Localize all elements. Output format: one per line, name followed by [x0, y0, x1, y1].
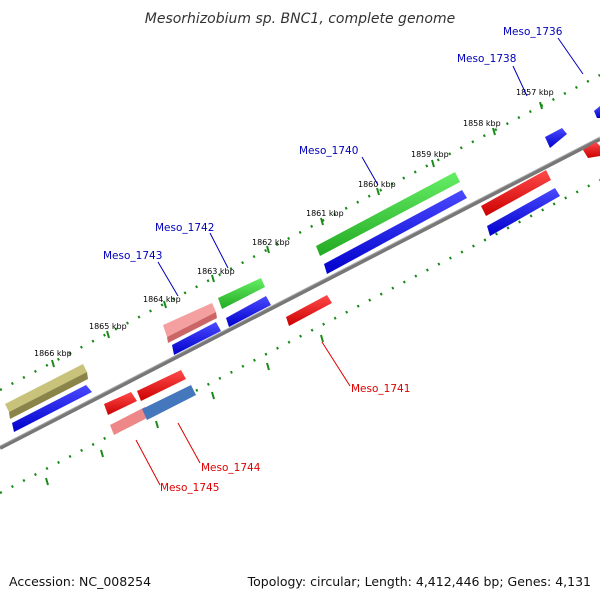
gene-meso-1738[interactable] [545, 128, 567, 148]
gene-blue-feature-4[interactable] [324, 190, 467, 274]
gene-red-feature-2[interactable] [583, 142, 600, 158]
label-meso-1742[interactable]: Meso_1742 [155, 222, 214, 234]
forward-label-leaders [157, 37, 584, 297]
gene-meso-1741[interactable] [286, 295, 332, 326]
gene-red-feature-1[interactable] [481, 170, 551, 216]
gene-blue-feature-1[interactable] [12, 385, 92, 432]
scale-label-1864: 1864 kbp [143, 295, 181, 304]
scale-label-1865: 1865 kbp [89, 322, 127, 331]
scale-label-1860: 1860 kbp [358, 180, 396, 189]
gene-red-feature-3[interactable] [104, 392, 137, 415]
scale-label-1858: 1858 kbp [463, 119, 501, 128]
gene-meso-1740[interactable] [316, 172, 460, 256]
label-meso-1738[interactable]: Meso_1738 [457, 53, 516, 65]
gene-blue-feature-5[interactable] [487, 188, 560, 236]
reverse-label-leaders [135, 341, 351, 486]
scale-track-upper [0, 73, 600, 392]
gene-meso-1736[interactable] [594, 106, 600, 118]
label-meso-1741[interactable]: Meso_1741 [351, 383, 410, 395]
summary-text: Topology: circular; Length: 4,412,446 bp… [247, 574, 591, 589]
scale-label-1857: 1857 kbp [516, 88, 554, 97]
map-title: Mesorhizobium sp. BNC1, complete genome [145, 11, 456, 27]
gene-meso-1744[interactable] [142, 385, 196, 420]
scale-label-1861: 1861 kbp [306, 209, 344, 218]
label-meso-1745[interactable]: Meso_1745 [160, 482, 219, 494]
gene-blue-feature-3[interactable] [226, 296, 271, 327]
major-ticks-lower [45, 334, 324, 486]
major-ticks-upper [51, 101, 543, 368]
gene-olive-feature[interactable] [5, 364, 88, 419]
label-meso-1740[interactable]: Meso_1740 [299, 145, 358, 157]
genome-backbone [0, 137, 600, 450]
genome-backbone-highlight [0, 136, 600, 447]
gene-blue-feature-2[interactable] [172, 322, 221, 355]
gene-red-feature-4[interactable] [137, 370, 186, 401]
scale-label-1859: 1859 kbp [411, 150, 449, 159]
gene-meso-1743[interactable] [163, 303, 217, 343]
gene-meso-1745[interactable] [110, 407, 149, 435]
gene-meso-1742[interactable] [218, 278, 265, 309]
label-meso-1744[interactable]: Meso_1744 [201, 462, 261, 474]
label-meso-1736[interactable]: Meso_1736 [503, 26, 563, 38]
scale-label-1863: 1863 kbp [197, 267, 235, 276]
scale-track-lower [0, 178, 600, 495]
label-meso-1743[interactable]: Meso_1743 [103, 250, 162, 262]
scale-label-1862: 1862 kbp [252, 238, 290, 247]
scale-label-1866: 1866 kbp [34, 349, 72, 358]
accession-text: Accession: NC_008254 [9, 574, 151, 589]
